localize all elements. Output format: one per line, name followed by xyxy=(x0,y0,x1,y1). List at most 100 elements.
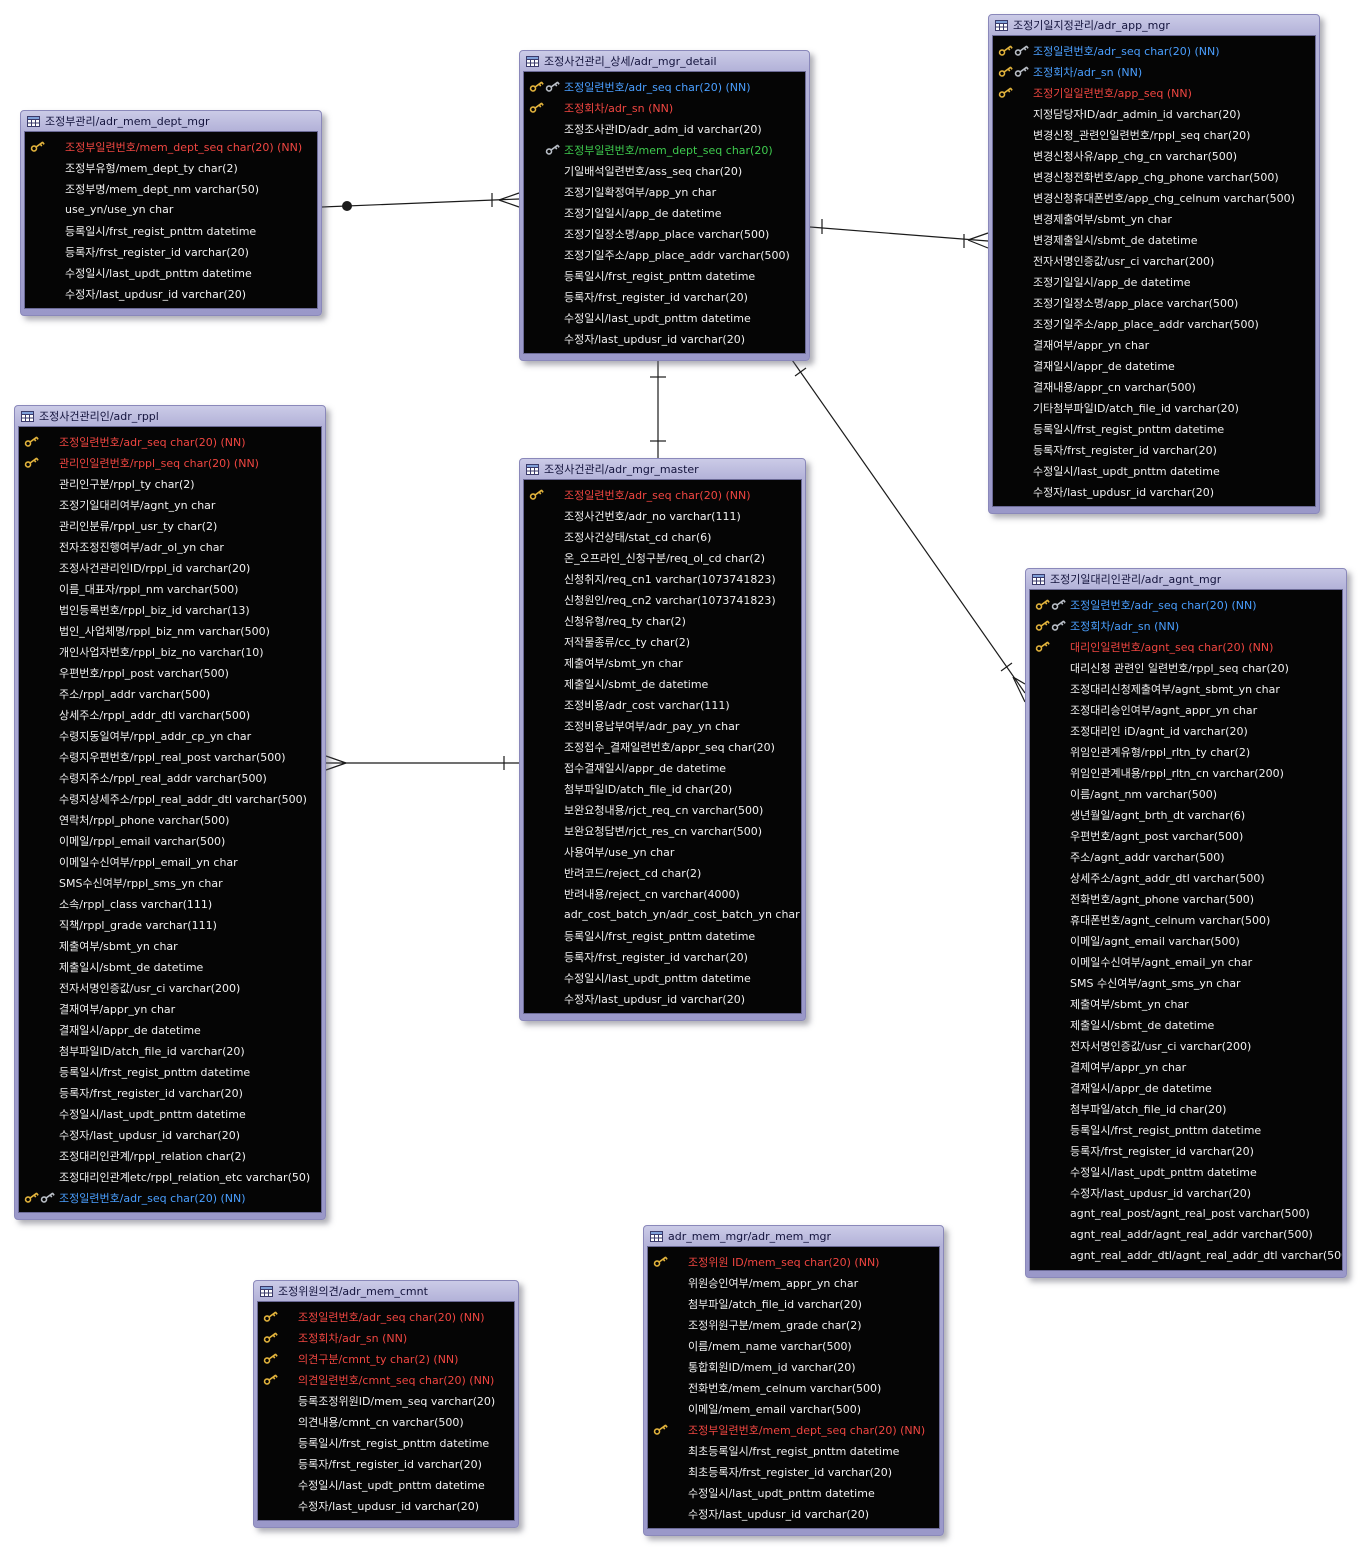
field-row[interactable]: adr_cost_batch_yn/adr_cost_batch_yn char xyxy=(524,904,801,925)
field-row[interactable]: 등록자/frst_register_id varchar(20) xyxy=(25,241,317,262)
field-row[interactable]: 등록일시/frst_regist_pnttm datetime xyxy=(25,220,317,241)
field-row[interactable]: 전화번호/agnt_phone varchar(500) xyxy=(1030,888,1342,909)
field-row[interactable]: 기일배석일련번호/ass_seq char(20) xyxy=(524,160,805,181)
field-row[interactable]: 조정사건번호/adr_no varchar(111) xyxy=(524,505,801,526)
field-row[interactable]: 의견일련번호/cmnt_seq char(20) (NN) xyxy=(258,1369,514,1390)
field-row[interactable]: agnt_real_post/agnt_real_post varchar(50… xyxy=(1030,1203,1342,1224)
field-row[interactable]: 등록자/frst_register_id varchar(20) xyxy=(524,946,801,967)
field-row[interactable]: 사용여부/use_yn char xyxy=(524,841,801,862)
field-row[interactable]: 기타첨부파일ID/atch_file_id varchar(20) xyxy=(993,397,1315,418)
field-row[interactable]: 조정비용납부여부/adr_pay_yn char xyxy=(524,715,801,736)
field-row[interactable]: 제출여부/sbmt_yn char xyxy=(524,652,801,673)
field-row[interactable]: 수령지주소/rppl_real_addr varchar(500) xyxy=(19,767,321,788)
field-row[interactable]: 이름/agnt_nm varchar(500) xyxy=(1030,783,1342,804)
field-row[interactable]: 조정위원 ID/mem_seq char(20) (NN) xyxy=(648,1251,939,1272)
field-row[interactable]: 등록조정위원ID/mem_seq varchar(20) xyxy=(258,1390,514,1411)
field-row[interactable]: 최초등록일시/frst_regist_pnttm datetime xyxy=(648,1440,939,1461)
field-row[interactable]: 신청원인/req_cn2 varchar(1073741823) xyxy=(524,589,801,610)
field-row[interactable]: 반려코드/reject_cd char(2) xyxy=(524,862,801,883)
field-row[interactable]: 첨부파일/atch_file_id varchar(20) xyxy=(648,1293,939,1314)
table-header[interactable]: 조정사건관리인/adr_rppl xyxy=(15,406,325,426)
field-row[interactable]: 제출여부/sbmt_yn char xyxy=(1030,993,1342,1014)
field-row[interactable]: 조정부유형/mem_dept_ty char(2) xyxy=(25,157,317,178)
field-row[interactable]: 조정조사관ID/adr_adm_id varchar(20) xyxy=(524,118,805,139)
field-row[interactable]: 위임인관계유형/rppl_rltn_ty char(2) xyxy=(1030,741,1342,762)
field-row[interactable]: agnt_real_addr_dtl/agnt_real_addr_dtl va… xyxy=(1030,1245,1342,1266)
field-row[interactable]: use_yn/use_yn char xyxy=(25,199,317,220)
field-row[interactable]: 휴대폰번호/agnt_celnum varchar(500) xyxy=(1030,909,1342,930)
field-row[interactable]: 변경신청휴대폰번호/app_chg_celnum varchar(500) xyxy=(993,187,1315,208)
field-row[interactable]: 조정대리신청제출여부/agnt_sbmt_yn char xyxy=(1030,678,1342,699)
field-row[interactable]: 우편번호/agnt_post varchar(500) xyxy=(1030,825,1342,846)
field-row[interactable]: 변경제출일시/sbmt_de datetime xyxy=(993,229,1315,250)
field-row[interactable]: 첨부파일ID/atch_file_id char(20) xyxy=(524,778,801,799)
field-row[interactable]: 통합회원ID/mem_id varchar(20) xyxy=(648,1356,939,1377)
field-row[interactable]: 상세주소/rppl_addr_dtl varchar(500) xyxy=(19,704,321,725)
field-row[interactable]: 주소/rppl_addr varchar(500) xyxy=(19,683,321,704)
field-row[interactable]: 이메일수신여부/agnt_email_yn char xyxy=(1030,951,1342,972)
field-row[interactable]: 등록자/frst_register_id varchar(20) xyxy=(1030,1140,1342,1161)
field-row[interactable]: 조정대리인관계etc/rppl_relation_etc varchar(50) xyxy=(19,1166,321,1187)
field-row[interactable]: 변경제출여부/sbmt_yn char xyxy=(993,208,1315,229)
field-row[interactable]: 등록일시/frst_regist_pnttm datetime xyxy=(524,265,805,286)
field-row[interactable]: 접수결재일시/appr_de datetime xyxy=(524,757,801,778)
field-row[interactable]: 등록일시/frst_regist_pnttm datetime xyxy=(258,1432,514,1453)
field-row[interactable]: 결재여부/appr_yn char xyxy=(993,334,1315,355)
field-row[interactable]: 조정위원구분/mem_grade char(2) xyxy=(648,1314,939,1335)
table-header[interactable]: 조정사건관리/adr_mgr_master xyxy=(520,459,805,479)
table-header[interactable]: 조정위원의견/adr_mem_cmnt xyxy=(254,1281,518,1301)
field-row[interactable]: 조정사건관리인ID/rppl_id varchar(20) xyxy=(19,557,321,578)
field-row[interactable]: 수정자/last_updusr_id varchar(20) xyxy=(524,988,801,1009)
field-row[interactable]: 전자서명인증값/usr_ci varchar(200) xyxy=(19,977,321,998)
field-row[interactable]: 조정회차/adr_sn (NN) xyxy=(993,61,1315,82)
field-row[interactable]: 최초등록자/frst_register_id varchar(20) xyxy=(648,1461,939,1482)
field-row[interactable]: 조정대리인관계/rppl_relation char(2) xyxy=(19,1145,321,1166)
field-row[interactable]: 직책/rppl_grade varchar(111) xyxy=(19,914,321,935)
entity-table-adr_mgr_master[interactable]: 조정사건관리/adr_mgr_master 조정일련번호/adr_seq cha… xyxy=(519,458,806,1021)
field-row[interactable]: 대리인일련번호/agnt_seq char(20) (NN) xyxy=(1030,636,1342,657)
field-row[interactable]: 수령지동일여부/rppl_addr_cp_yn char xyxy=(19,725,321,746)
field-row[interactable]: 조정일련번호/adr_seq char(20) (NN) xyxy=(1030,594,1342,615)
field-row[interactable]: 관리인분류/rppl_usr_ty char(2) xyxy=(19,515,321,536)
field-row[interactable]: 등록자/frst_register_id varchar(20) xyxy=(19,1082,321,1103)
field-row[interactable]: 신청유형/req_ty char(2) xyxy=(524,610,801,631)
field-row[interactable]: 조정비용/adr_cost varchar(111) xyxy=(524,694,801,715)
field-row[interactable]: 이메일/mem_email varchar(500) xyxy=(648,1398,939,1419)
field-row[interactable]: 조정기일장소명/app_place varchar(500) xyxy=(524,223,805,244)
field-row[interactable]: 보완요청답변/rjct_res_cn varchar(500) xyxy=(524,820,801,841)
field-row[interactable]: 조정일련번호/adr_seq char(20) (NN) xyxy=(993,40,1315,61)
field-row[interactable]: 수정자/last_updusr_id varchar(20) xyxy=(993,481,1315,502)
field-row[interactable]: 수정자/last_updusr_id varchar(20) xyxy=(1030,1182,1342,1203)
field-row[interactable]: agnt_real_addr/agnt_real_addr varchar(50… xyxy=(1030,1224,1342,1245)
table-header[interactable]: adr_mem_mgr/adr_mem_mgr xyxy=(644,1226,943,1246)
entity-table-adr_mgr_detail[interactable]: 조정사건관리_상세/adr_mgr_detail 조정일련번호/adr_seq … xyxy=(519,50,810,361)
field-row[interactable]: 조정대리승인여부/agnt_appr_yn char xyxy=(1030,699,1342,720)
field-row[interactable]: 결재일시/appr_de datetime xyxy=(993,355,1315,376)
field-row[interactable]: 제출일시/sbmt_de datetime xyxy=(1030,1014,1342,1035)
field-row[interactable]: 결재여부/appr_yn char xyxy=(19,998,321,1019)
field-row[interactable]: 조정부일련번호/mem_dept_seq char(20) (NN) xyxy=(25,136,317,157)
field-row[interactable]: 첨부파일/atch_file_id char(20) xyxy=(1030,1098,1342,1119)
entity-table-adr_rppl[interactable]: 조정사건관리인/adr_rppl 조정일련번호/adr_seq char(20)… xyxy=(14,405,326,1220)
field-row[interactable]: 조정접수_결재일련번호/appr_seq char(20) xyxy=(524,736,801,757)
field-row[interactable]: 지정담당자ID/adr_admin_id varchar(20) xyxy=(993,103,1315,124)
field-row[interactable]: 법인_사업체명/rppl_biz_nm varchar(500) xyxy=(19,620,321,641)
field-row[interactable]: 조정회차/adr_sn (NN) xyxy=(258,1327,514,1348)
field-row[interactable]: 제출일시/sbmt_de datetime xyxy=(524,673,801,694)
field-row[interactable]: 등록자/frst_register_id varchar(20) xyxy=(258,1453,514,1474)
field-row[interactable]: 위임인관계내용/rppl_rltn_cn varchar(200) xyxy=(1030,762,1342,783)
field-row[interactable]: 등록자/frst_register_id varchar(20) xyxy=(993,439,1315,460)
field-row[interactable]: 조정부명/mem_dept_nm varchar(50) xyxy=(25,178,317,199)
field-row[interactable]: 수령지우편번호/rppl_real_post varchar(500) xyxy=(19,746,321,767)
field-row[interactable]: 조정일련번호/adr_seq char(20) (NN) xyxy=(19,1187,321,1208)
entity-table-adr_mem_cmnt[interactable]: 조정위원의견/adr_mem_cmnt 조정일련번호/adr_seq char(… xyxy=(253,1280,519,1528)
field-row[interactable]: 조정기일일시/app_de datetime xyxy=(524,202,805,223)
field-row[interactable]: 조정일련번호/adr_seq char(20) (NN) xyxy=(258,1306,514,1327)
field-row[interactable]: 수정일시/last_updt_pnttm datetime xyxy=(524,307,805,328)
field-row[interactable]: 수령지상세주소/rppl_real_addr_dtl varchar(500) xyxy=(19,788,321,809)
field-row[interactable]: 주소/agnt_addr varchar(500) xyxy=(1030,846,1342,867)
field-row[interactable]: SMS수신여부/rppl_sms_yn char xyxy=(19,872,321,893)
field-row[interactable]: 우편번호/rppl_post varchar(500) xyxy=(19,662,321,683)
entity-table-adr_app_mgr[interactable]: 조정기일지정관리/adr_app_mgr 조정일련번호/adr_seq char… xyxy=(988,14,1320,514)
relationship-mgr-detail-to-mgr-master[interactable] xyxy=(650,357,666,458)
